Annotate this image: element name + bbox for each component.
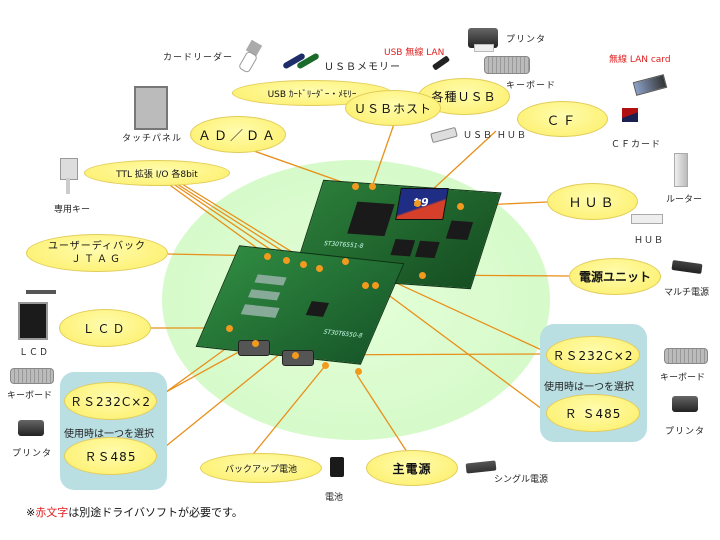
bubble-backup-battery: バックアップ電池: [200, 453, 322, 483]
io-chip: [248, 289, 281, 301]
board-model-label: ST30T6550-8: [322, 328, 364, 340]
connection-dot: [362, 282, 369, 289]
connection-dot: [342, 258, 349, 265]
connection-dot: [414, 200, 421, 207]
connection-dot: [419, 272, 426, 279]
router-label: ルーター: [666, 195, 703, 205]
dedicated-key-label: 専用キー: [54, 205, 91, 215]
connection-dot: [355, 368, 362, 375]
dedicated-key-icon: [60, 158, 78, 180]
line-ttl-2: [162, 176, 287, 261]
printer-top-label: プリンタ: [506, 35, 547, 45]
select-one-note-left: 使用時は一つを選択: [64, 429, 154, 440]
keyboard-icon: [664, 348, 708, 364]
line-rs485-right: [374, 284, 547, 413]
bubble-ttl-io: TTL 拡張 I/O 各8bit: [84, 160, 230, 186]
keyboard-icon: [484, 56, 530, 74]
cf-card-slot: 64: [395, 188, 449, 220]
touch-panel-label: タッチパネル: [122, 134, 183, 144]
lcd-cable-icon: [26, 290, 56, 294]
keyboard-icon: [10, 368, 54, 384]
cf-card-icon: [622, 108, 638, 122]
wireless-lan-card-label: 無線 LAN card: [609, 55, 671, 65]
printer-right-label: プリンタ: [665, 427, 706, 437]
footnote-red-text: 赤文字: [35, 506, 69, 519]
db9-connector: [282, 350, 314, 366]
bubble-lcd: ＬＣＤ: [59, 309, 151, 347]
connection-dot: [372, 282, 379, 289]
bubble-hub: ＨＵＢ: [547, 183, 638, 220]
bubble-rs485-right: Ｒ Ｓ485: [546, 394, 640, 432]
footnote-prefix: ※: [26, 506, 36, 519]
connection-dot: [352, 183, 359, 190]
bubble-ad-da: ＡＤ／ＤＡ: [190, 116, 286, 153]
printer-icon: [18, 420, 44, 436]
usb-hub-label: ＵＳＢ ＨＵＢ: [463, 131, 527, 141]
lcd-label: ＬＣＤ: [19, 348, 50, 358]
user-debug-label: ユーザーディバック: [47, 241, 147, 252]
bubble-usb-host: ＵＳＢホスト: [345, 90, 441, 126]
connection-dot: [369, 183, 376, 190]
hub-icon: [631, 214, 663, 224]
connection-dot: [283, 257, 290, 264]
bubble-power-unit: 電源ユニット: [569, 258, 661, 295]
connection-dot: [322, 362, 329, 369]
connection-dot: [300, 261, 307, 268]
connection-dot: [252, 340, 259, 347]
memory-chip: [414, 240, 440, 259]
bubble-rs232c-right: ＲＳ232C×2: [546, 336, 640, 374]
usb-memory-icon: [282, 52, 320, 74]
router-icon: [674, 153, 688, 187]
keyboard-right-label: キーボード: [660, 373, 706, 383]
printer-paper: [474, 44, 494, 52]
bubble-cf: ＣＦ: [517, 101, 608, 137]
board-model-label: ST30T6551-8: [322, 240, 365, 250]
dedicated-key-cable: [66, 178, 70, 194]
card-reader-label: カードリーダー: [163, 53, 234, 63]
battery-icon: [330, 457, 344, 477]
line-ttl-1: [159, 177, 269, 257]
cpu-chip: [347, 201, 395, 237]
touch-panel-icon: [134, 86, 168, 130]
usb-memory-label: ＵＳＢメモリー: [324, 62, 401, 73]
memory-chip: [390, 238, 416, 257]
footnote: ※赤文字は別途ドライバソフトが必要です。: [26, 504, 243, 520]
memory-chip: [445, 220, 474, 241]
single-power-label: シングル電源: [494, 475, 549, 485]
printer-icon: [672, 396, 698, 412]
bubble-rs485-left: ＲＳ485: [64, 437, 157, 475]
io-chip: [254, 274, 287, 286]
io-chip: [240, 304, 280, 318]
printer-left-label: プリンタ: [12, 449, 53, 459]
usb-wireless-lan-label: USB 無線 LAN: [384, 48, 445, 58]
card-reader-icon: [237, 39, 264, 74]
connection-dot: [316, 265, 323, 272]
line-usb-host: [371, 123, 395, 188]
line-backup: [249, 365, 326, 459]
keyboard-top-label: キーボード: [506, 81, 557, 91]
footnote-suffix: は別途ドライバソフトが必要です。: [68, 506, 243, 519]
bubble-rs232c-left: ＲＳ232C×2: [64, 382, 157, 420]
connection-dot: [264, 253, 271, 260]
battery-label: 電池: [325, 493, 344, 503]
line-main-power: [356, 374, 408, 453]
io-chip: [305, 301, 330, 317]
keyboard-left-label: キーボード: [7, 391, 53, 401]
jtag-label: ＪＴＡＧ: [71, 254, 123, 265]
bubble-main-power: 主電源: [366, 450, 458, 486]
cf-card-label: ＣＦカード: [611, 140, 662, 150]
bubble-user-debug-jtag: ユーザーディバック ＪＴＡＧ: [26, 234, 168, 272]
connection-dot: [292, 352, 299, 359]
printer-icon: [468, 28, 498, 48]
lcd-icon: [18, 302, 48, 340]
connection-dot: [457, 203, 464, 210]
multi-power-label: マルチ電源: [664, 288, 710, 298]
hub-label: ＨＵＢ: [634, 236, 665, 246]
connection-dot: [226, 325, 233, 332]
select-one-note-right: 使用時は一つを選択: [544, 382, 634, 393]
